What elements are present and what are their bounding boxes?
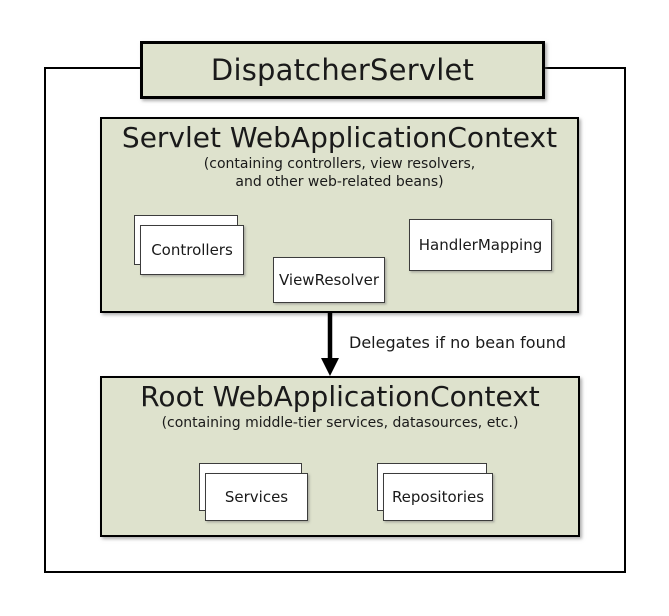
repositories-bean: Repositories [383,473,493,521]
services-stack: Services [199,463,308,521]
view-resolver-bean: ViewResolver [273,257,385,303]
servlet-context-title: Servlet WebApplicationContext [121,121,558,154]
servlet-context-caption: (containing controllers, view resolvers,… [102,155,577,191]
root-context-caption: (containing middle-tier services, dataso… [161,415,519,432]
root-context-title: Root WebApplicationContext [140,380,540,413]
servlet-webapplicationcontext-box: Servlet WebApplicationContext (containin… [100,117,579,313]
servlet-context-caption-line2: and other web-related beans) [235,174,444,191]
repositories-label: Repositories [391,488,485,506]
controllers-bean: Controllers [140,225,244,275]
repositories-stack: Repositories [377,463,493,521]
root-webapplicationcontext-box: Root WebApplicationContext (containing m… [100,376,580,537]
handler-mapping-label: HandlerMapping [418,236,543,254]
view-resolver-label: ViewResolver [278,271,379,289]
dispatcher-servlet-title-box: DispatcherServlet [140,41,545,99]
services-bean: Services [205,473,308,521]
delegation-arrow-label: Delegates if no bean found [349,333,567,352]
delegation-arrow [321,313,339,376]
handler-mapping-bean: HandlerMapping [409,219,552,271]
controllers-stack: Controllers [134,215,244,275]
services-label: Services [224,488,289,506]
dispatcher-servlet-label: DispatcherServlet [210,53,475,87]
controllers-label: Controllers [151,241,233,259]
servlet-context-caption-line1: (containing controllers, view resolvers, [203,156,476,173]
